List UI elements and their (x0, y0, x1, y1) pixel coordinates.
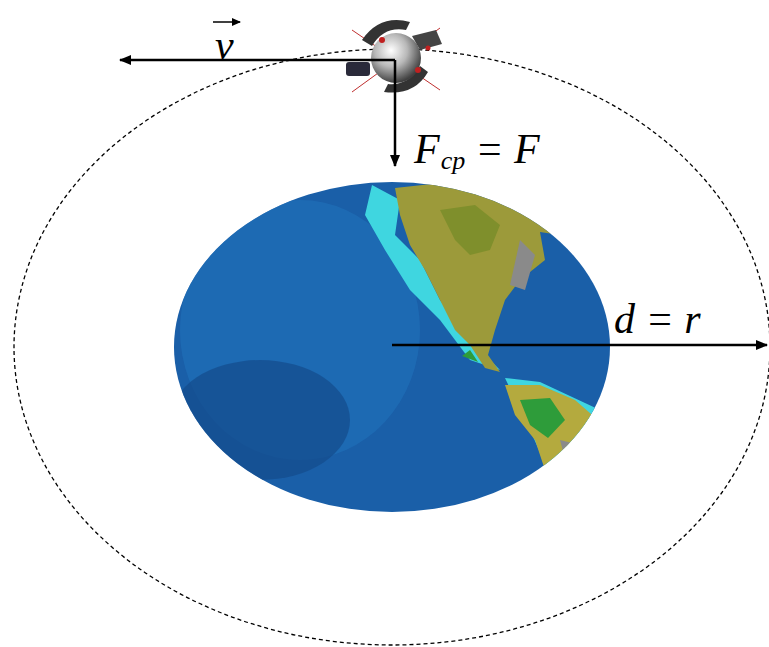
vector-sign (213, 21, 240, 23)
force-equation: = F (475, 128, 540, 170)
radius-label: d = r (614, 298, 701, 340)
force-symbol: F (414, 128, 440, 170)
force-subscript: cp (441, 148, 466, 174)
orbit-path (14, 49, 769, 645)
force-arrow (394, 60, 397, 166)
velocity-label: v (215, 24, 234, 66)
radius-arrow (392, 344, 767, 347)
earth-globe (170, 182, 610, 512)
velocity-arrow (120, 59, 395, 62)
